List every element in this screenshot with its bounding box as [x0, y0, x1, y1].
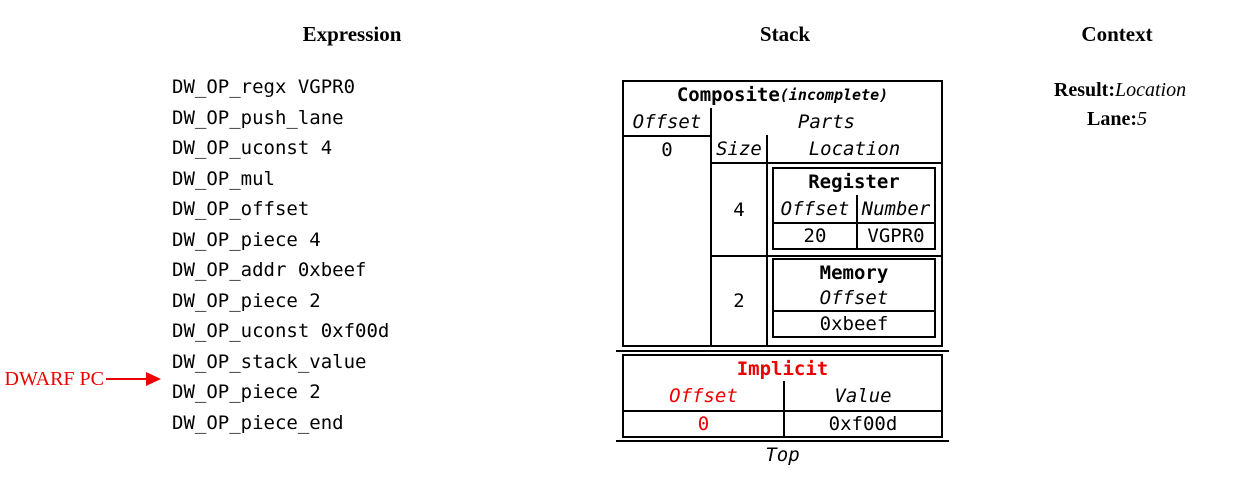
memory-title: Memory — [819, 261, 889, 284]
expression-column-title: Expression — [302, 22, 402, 46]
register-title: Register — [808, 171, 900, 193]
memory-offset-value: 0xbeef — [819, 313, 889, 335]
expression-op: DW_OP_uconst 4 — [172, 137, 333, 160]
stack-composite-box: Composite(incomplete) Offset Parts 0 Siz… — [622, 80, 943, 347]
register-number-value: VGPR0 — [867, 225, 925, 247]
implicit-title: Implicit — [736, 357, 829, 380]
expression-op: DW_OP_offset — [172, 198, 310, 221]
implicit-value-value: 0xf00d — [828, 413, 898, 435]
stack-separator-line — [616, 350, 949, 352]
context-lane-value: 5 — [1137, 108, 1147, 130]
parts-location-header: Location — [808, 137, 901, 160]
implicit-offset-value: 0 — [697, 413, 710, 435]
stack-column-title: Stack — [759, 22, 811, 46]
divider-line — [774, 310, 934, 312]
composite-offset-header: Offset — [632, 110, 702, 133]
stack-implicit-box: Implicit Offset Value 0 0xf00d — [622, 354, 943, 438]
dwarf-pc-arrow-line — [106, 378, 148, 380]
expression-op: DW_OP_uconst 0xf00d — [172, 320, 390, 343]
expression-op: DW_OP_stack_value — [172, 350, 367, 373]
register-offset-value: 20 — [803, 225, 827, 247]
divider-line — [710, 108, 712, 345]
dwarf-pc-arrow-icon — [146, 372, 161, 386]
register-offset-header: Offset — [780, 197, 850, 220]
register-location-box: Register Offset Number 20 VGPR0 — [772, 167, 936, 250]
parts-size-header: Size — [716, 137, 762, 160]
divider-line — [710, 255, 941, 257]
expression-op: DW_OP_piece 2 — [172, 289, 321, 312]
context-result-label: Result: — [1053, 79, 1115, 101]
expression-op: DW_OP_push_lane — [172, 106, 344, 129]
composite-subtitle: (incomplete) — [779, 86, 889, 104]
expression-op-current: DW_OP_piece 2 — [172, 381, 321, 404]
divider-line — [783, 381, 785, 436]
divider-line — [856, 195, 858, 248]
implicit-value-header: Value — [834, 384, 892, 407]
dwarf-pc-label: DWARF PC — [4, 368, 104, 390]
context-result-value: Location — [1114, 79, 1187, 101]
composite-title-row: Composite(incomplete) — [624, 82, 941, 108]
composite-offset-value: 0 — [661, 139, 673, 161]
divider-line — [774, 222, 934, 224]
part-size-value: 4 — [733, 198, 745, 221]
context-lane-label: Lane: — [1087, 108, 1137, 130]
expression-op: DW_OP_mul — [172, 167, 275, 190]
composite-title: Composite — [676, 84, 780, 106]
implicit-offset-header: Offset — [669, 384, 738, 407]
divider-line — [766, 135, 768, 345]
expression-op-list: DW_OP_regx VGPR0 DW_OP_push_lane DW_OP_u… — [172, 72, 389, 439]
context-lane-line: Lane:5 — [1017, 107, 1217, 131]
stack-top-label: Top — [765, 444, 800, 466]
composite-parts-header: Parts — [797, 110, 856, 133]
part-size-value: 2 — [733, 290, 745, 312]
stack-top-separator-line — [616, 440, 949, 442]
divider-line — [710, 162, 941, 164]
memory-offset-header: Offset — [819, 286, 889, 309]
expression-op: DW_OP_piece 4 — [172, 228, 321, 251]
expression-op: DW_OP_addr 0xbeef — [172, 259, 367, 282]
divider-line — [624, 410, 941, 412]
expression-op: DW_OP_regx VGPR0 — [172, 76, 356, 98]
context-result-line: Result:Location — [1020, 78, 1220, 102]
memory-location-box: Memory Offset 0xbeef — [772, 258, 936, 338]
context-column-title: Context — [1081, 22, 1153, 46]
expression-op: DW_OP_piece_end — [172, 412, 344, 435]
register-number-header: Number — [861, 197, 931, 220]
divider-line — [624, 135, 710, 137]
